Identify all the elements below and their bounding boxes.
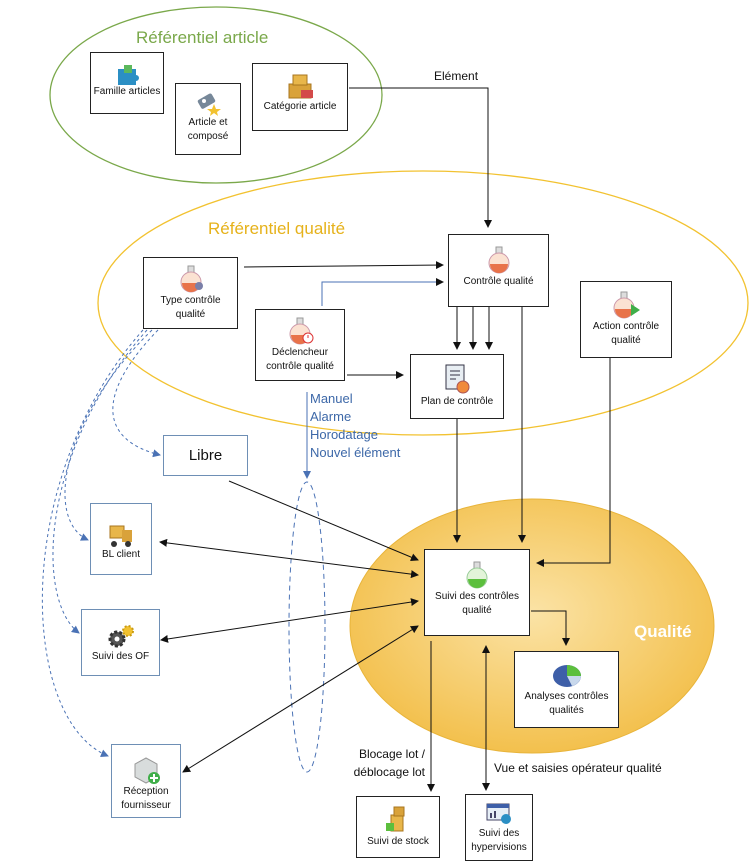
puzzle-icon <box>118 65 139 85</box>
node-suivi-stock-label: Suivi de stock <box>367 836 429 847</box>
node-libre-label: Libre <box>188 447 223 464</box>
node-declencheur[interactable]: Déclencheur contrôle qualité <box>255 309 345 381</box>
trigger-horodatage: Horodatage <box>310 427 378 442</box>
zone-referentiel-article <box>49 6 383 184</box>
node-suivi-controles[interactable]: Suivi des contrôles qualité <box>424 549 530 636</box>
node-categorie-article-label: Catégorie article <box>263 101 337 112</box>
pie-icon <box>552 665 581 687</box>
node-type-controle[interactable]: Type contrôle qualité <box>143 257 238 329</box>
zone-title-referentiel-qualite: Référentiel qualité <box>208 219 346 238</box>
node-controle-qualite[interactable]: Contrôle qualité <box>448 234 549 307</box>
arrow-reception-suivi <box>182 625 419 773</box>
arrow-libre-to-suivi <box>228 480 419 561</box>
triggers-dashed-ellipse <box>288 481 326 773</box>
node-famille-articles[interactable]: Famille articles <box>90 52 164 114</box>
node-suivi-hypervisions-label: Suivi des hypervisions <box>471 828 527 853</box>
trigger-manuel: Manuel <box>310 391 353 406</box>
node-suivi-of-label: Suivi des OF <box>91 651 150 662</box>
boxes-icon <box>288 74 313 99</box>
node-declencheur-label: Déclencheur contrôle qualité <box>266 347 334 372</box>
node-suivi-of[interactable]: Suivi des OF <box>81 609 160 676</box>
arrow-suivi-to-analyses <box>531 610 570 646</box>
node-libre[interactable]: Libre <box>163 435 248 476</box>
dashboard-icon <box>486 803 511 824</box>
dashed-to-bl-client <box>64 329 153 541</box>
trigger-list: Manuel Alarme Horodatage Nouvel élément <box>310 390 400 462</box>
node-reception[interactable]: Réception fournisseur <box>111 744 181 818</box>
node-type-controle-label: Type contrôle qualité <box>160 295 221 320</box>
node-plan-controle[interactable]: Plan de contrôle <box>410 354 504 419</box>
dashed-to-suivi-of <box>52 329 148 634</box>
node-article-compose[interactable]: Article et composé <box>175 83 241 155</box>
trigger-nouvel-element: Nouvel élément <box>310 445 401 460</box>
node-famille-articles-label: Famille articles <box>93 86 161 97</box>
arrow-type-to-controle <box>243 261 444 270</box>
node-article-compose-label: Article et composé <box>187 117 229 142</box>
node-bl-client-label: BL client <box>102 549 140 560</box>
node-analyses-label: Analyses contrôles qualités <box>524 691 609 716</box>
arrow-declencheur-to-controle <box>321 278 444 306</box>
tag-icon <box>197 93 221 116</box>
node-analyses[interactable]: Analyses contrôles qualités <box>514 651 619 728</box>
flask-alarm-icon <box>289 317 314 345</box>
label-vue-saisies: Vue et saisies opérateur qualité <box>494 761 662 775</box>
zone-title-referentiel-article: Référentiel article <box>136 28 269 47</box>
node-bl-client[interactable]: BL client <box>90 503 152 575</box>
label-deblocage: déblocage lot <box>353 765 425 779</box>
node-suivi-controles-label: Suivi des contrôles qualité <box>435 591 519 616</box>
zone-referentiel-qualite <box>97 170 749 436</box>
flask-green-icon <box>466 561 488 589</box>
stock-icon <box>386 806 405 832</box>
dashed-to-libre <box>112 329 161 458</box>
node-action-controle[interactable]: Action contrôle qualité <box>580 281 672 358</box>
node-suivi-hypervisions[interactable]: Suivi des hypervisions <box>465 794 533 861</box>
zone-title-qualite: Qualité <box>634 622 692 641</box>
node-plan-controle-label: Plan de contrôle <box>420 396 494 407</box>
arrow-action-to-suivi <box>536 358 611 567</box>
clipboard-icon <box>445 364 470 394</box>
node-action-controle-label: Action contrôle qualité <box>592 321 660 346</box>
flask-action-icon <box>613 291 640 319</box>
forklift-icon <box>109 525 132 547</box>
flask-icon <box>488 246 509 274</box>
label-element: Elément <box>434 69 479 83</box>
arrow-element <box>349 87 492 228</box>
node-suivi-stock[interactable]: Suivi de stock <box>356 796 440 858</box>
flask-icon <box>180 265 203 293</box>
node-controle-qualite-label: Contrôle qualité <box>463 276 534 287</box>
label-blocage: Blocage lot / <box>358 747 425 761</box>
gears-icon <box>108 625 134 648</box>
trigger-alarme: Alarme <box>310 409 352 424</box>
node-categorie-article[interactable]: Catégorie article <box>252 63 348 131</box>
arrow-bl-suivi <box>159 538 419 579</box>
node-reception-label: Réception fournisseur <box>121 786 171 811</box>
package-icon <box>134 757 160 784</box>
